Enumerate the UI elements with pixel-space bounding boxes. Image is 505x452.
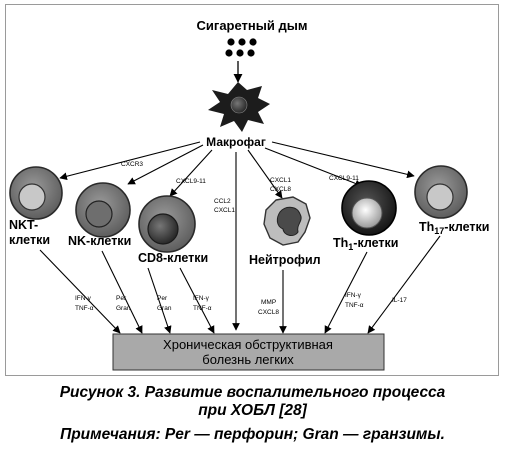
label-cxcl8: CXCL8 [270, 186, 291, 193]
th1-cell [341, 180, 397, 236]
arrow-macrophage-to-nk [127, 144, 204, 185]
label-cxcl1-right: CXCL1 [270, 177, 291, 184]
label-cd8-ifn: IFN-γ [193, 295, 210, 302]
label-cd8-tnf: TNF-α [193, 305, 212, 312]
figure-caption-note: Примечания: Per — перфорин; Gran — гранз… [60, 426, 445, 443]
label-nkt-ifn: IFN-γ [75, 295, 92, 302]
chemokine-labels: CXCR3 CXCL9-11 CCL2 CXCL1 CXCL1 CXCL8 CX… [121, 161, 359, 214]
cd8-label: CD8-клетки [138, 251, 208, 265]
arrow-macrophage-to-th1 [264, 147, 363, 188]
label-cxcl9-11-left: CXCL9-11 [176, 178, 206, 185]
arrow-nk-to-outcome [101, 250, 143, 334]
arrow-macrophage-to-nkt [59, 141, 201, 181]
copd-outcome-line1: Хроническая обструктивная [163, 337, 333, 352]
arrow-macrophage-to-neutrophil [247, 149, 283, 199]
neutrophil-cell [263, 196, 311, 246]
th1-label: Th1-клетки [333, 236, 399, 252]
nkt-cell [9, 166, 63, 220]
th17-cell [414, 165, 468, 219]
cigarette-smoke-label: Сигаретный дым [197, 18, 308, 33]
arrow-th17-to-outcome [367, 235, 441, 334]
nk-label: NK-клетки [68, 234, 131, 248]
smoke-particles [225, 38, 257, 57]
label-th17-il17: IL-17 [392, 297, 407, 304]
label-cd8-per: Per [157, 295, 168, 302]
label-cxcr3: CXCR3 [121, 161, 143, 168]
label-th1-ifn: IFN-γ [345, 292, 362, 299]
label-nkt-tnf: TNF-α [75, 305, 94, 312]
cd8-cell [138, 195, 196, 253]
macrophage-arrows [59, 141, 415, 331]
label-th1-tnf: TNF-α [345, 302, 364, 309]
effector-labels: IFN-γ TNF-α Per Gran Per Gran IFN-γ TNF-… [75, 292, 407, 316]
label-neutrophil-cxcl8: CXCL8 [258, 309, 279, 316]
copd-diagram: Сигаретный дым Макрофаг CXCR3 CXCL9-11 C… [9, 18, 490, 371]
arrow-macrophage-to-cd8 [169, 149, 213, 197]
macrophage-label: Макрофаг [206, 135, 266, 149]
figure-frame [5, 4, 499, 376]
label-nk-gran: Gran [116, 305, 131, 312]
th17-label: Th17-клетки [419, 220, 490, 236]
label-cd8-gran: Gran [157, 305, 172, 312]
arrow-th1-to-outcome [324, 251, 368, 334]
arrow-nkt-to-outcome [39, 249, 121, 334]
nkt-label-line2: клетки [9, 233, 50, 247]
nkt-label-line1: NKT- [9, 218, 38, 232]
arrow-cd8-to-outcome-right [179, 267, 215, 334]
arrow-cd8-to-outcome-left [147, 267, 172, 334]
arrow-macrophage-to-th17 [271, 141, 415, 179]
effector-arrows [39, 235, 441, 334]
label-nk-per: Per [116, 295, 127, 302]
label-neutrophil-mmp: MMP [261, 299, 276, 306]
copd-outcome-box [112, 333, 385, 371]
label-cxcl1-left: CXCL1 [214, 207, 235, 214]
nk-cell [75, 182, 131, 238]
copd-outcome-line2: болезнь легких [202, 352, 294, 367]
label-cxcl9-11-right: CXCL9-11 [329, 175, 359, 182]
figure-caption-title-cont: при ХОБЛ [28] [198, 402, 307, 419]
macrophage-cell [208, 82, 270, 132]
figure-caption-title: Рисунок 3. Развитие воспалительного проц… [59, 384, 446, 401]
label-ccl2: CCL2 [214, 198, 231, 205]
neutrophil-label: Нейтрофил [249, 253, 321, 267]
